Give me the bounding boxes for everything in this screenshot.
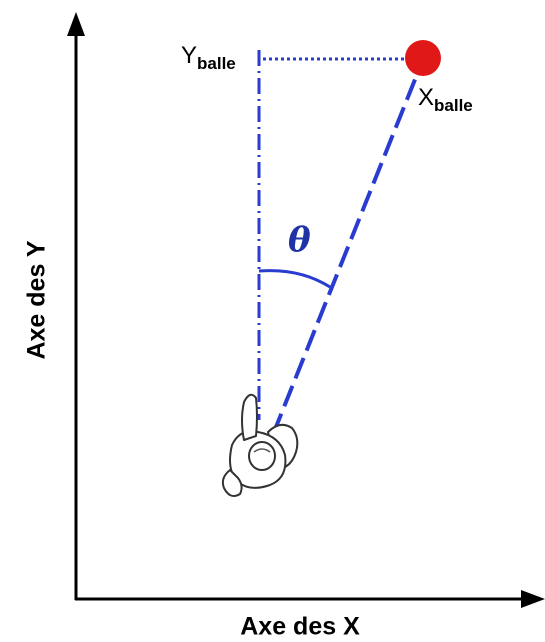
sight-line — [260, 61, 424, 463]
y-axis-arrow-icon — [67, 12, 85, 36]
x-axis-label: Axe des X — [240, 612, 360, 641]
x-ball-label-subscript: balle — [434, 96, 473, 115]
x-ball-label: Xballe — [418, 84, 473, 115]
y-ball-label: Yballe — [181, 42, 236, 73]
y-ball-label-main: Y — [181, 42, 198, 69]
angle-arc — [258, 269, 331, 289]
axes — [67, 12, 545, 608]
y-axis-label: Axe des Y — [22, 240, 51, 360]
y-ball-label-subscript: balle — [197, 54, 236, 73]
person-topdown-icon — [221, 393, 299, 497]
x-ball-label-main: X — [418, 84, 435, 111]
angle-label: θ — [288, 220, 311, 260]
x-axis-arrow-icon — [521, 590, 545, 608]
ball-icon — [405, 40, 441, 76]
